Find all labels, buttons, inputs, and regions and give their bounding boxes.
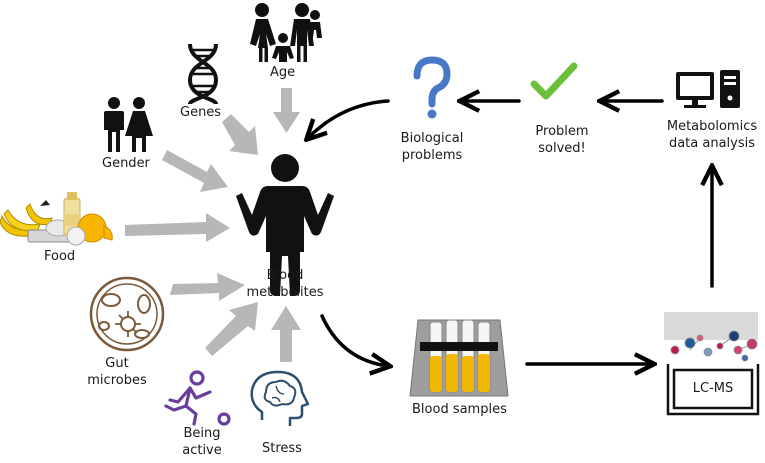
brain-head-icon [250,370,310,426]
label-genes: Genes [180,105,222,120]
label-solved-line1: Problem [535,124,589,139]
label-analysis-line1: Metabolomics [666,119,758,134]
family-icon [250,3,322,62]
arrow-active [205,302,258,356]
computer-icon [676,70,740,108]
question-icon [413,56,451,119]
label-gender: Gender [102,156,150,171]
arrow-to-center [308,99,390,138]
food-icon [0,192,113,246]
mass-spectrum-dots [670,330,758,362]
tube-rack-icon [409,319,509,397]
arrow-gender [162,150,228,192]
arrow-to-samples [320,314,388,366]
arrow-age [273,88,300,133]
label-center-line2: metabolites [246,285,324,300]
gender-icon [104,97,153,152]
petri-dish-icon [89,276,165,352]
label-active-line2: active [182,443,222,458]
flow-arrows [308,101,712,366]
factor-arrows [125,88,301,362]
label-blood-samples: Blood samples [412,402,507,417]
arrow-food [125,213,230,242]
label-food: Food [44,249,76,264]
label-analysis-line2: data analysis [668,136,756,151]
arrow-gut [170,273,245,301]
label-problems-line1: Biological [400,131,464,146]
label-problems-line2: problems [401,148,463,163]
check-icon [530,62,578,100]
label-gut-microbes: Gut microbes [82,355,152,389]
lcms-instrument-icon [664,312,760,416]
person-icon [236,154,334,296]
runner-icon [164,370,231,426]
label-being-active: Being active [172,425,232,459]
label-problem-solved: Problem solved! [522,123,602,157]
arrow-genes [222,114,258,155]
label-gut-line1: Gut [105,356,129,371]
label-lcms: LC-MS [692,381,734,396]
dna-icon [187,43,219,105]
label-solved-line2: solved! [538,141,586,156]
label-biological-problems: Biological problems [388,130,476,164]
label-active-line1: Being [183,426,221,441]
label-center-line1: Blood [266,268,304,283]
label-blood-metabolites: Blood metabolites [238,267,332,301]
label-stress: Stress [262,441,302,456]
label-age: Age [270,65,296,80]
arrow-stress [271,306,301,362]
label-gut-line2: microbes [87,373,147,388]
label-metabolomics-analysis: Metabolomics data analysis [660,118,764,152]
